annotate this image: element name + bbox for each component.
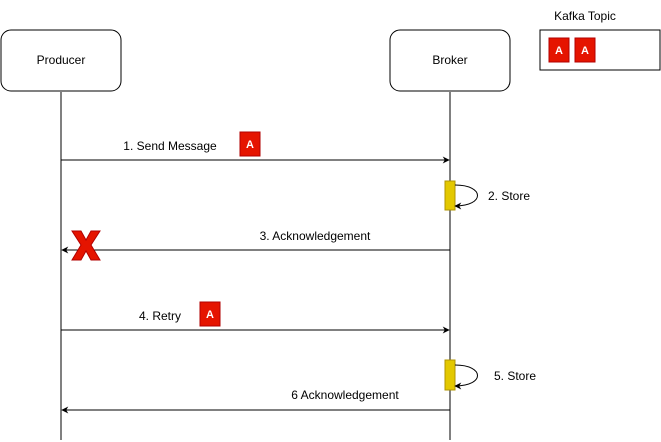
broker-label: Broker: [432, 53, 467, 67]
broker-box[interactable]: [389, 29, 511, 92]
topic-record-2-label: A: [581, 45, 589, 57]
failure-x-icon: [71, 230, 101, 261]
producer-participant[interactable]: Producer: [0, 29, 122, 92]
send-message-badge: [239, 131, 261, 157]
retry-label: 4. Retry: [139, 309, 181, 323]
retry-badge-label: A: [206, 309, 214, 321]
store-1-label: 2. Store: [488, 189, 530, 203]
store-2-arrow[interactable]: [454, 364, 478, 390]
broker-activation-2: [444, 359, 456, 391]
send-message-label: 1. Send Message: [123, 139, 217, 153]
producer-box[interactable]: [0, 29, 122, 92]
topic-record-1-label: A: [555, 45, 563, 57]
broker-activation-1: [444, 180, 456, 211]
acknowledgement-2-label: 6 Acknowledgement: [291, 388, 399, 402]
send-message-badge-label: A: [246, 139, 254, 151]
retry-badge: [199, 301, 221, 327]
topic-record-1: [548, 37, 570, 63]
store-2-label: 5. Store: [494, 369, 536, 383]
acknowledgement-1-label: 3. Acknowledgement: [260, 229, 371, 243]
kafka-topic[interactable]: A A: [539, 29, 661, 71]
producer-label: Producer: [37, 53, 86, 67]
store-1-arrow[interactable]: [454, 184, 478, 210]
kafka-topic-title: Kafka Topic: [554, 9, 616, 23]
topic-record-2: [574, 37, 596, 63]
broker-participant[interactable]: Broker: [389, 29, 511, 92]
